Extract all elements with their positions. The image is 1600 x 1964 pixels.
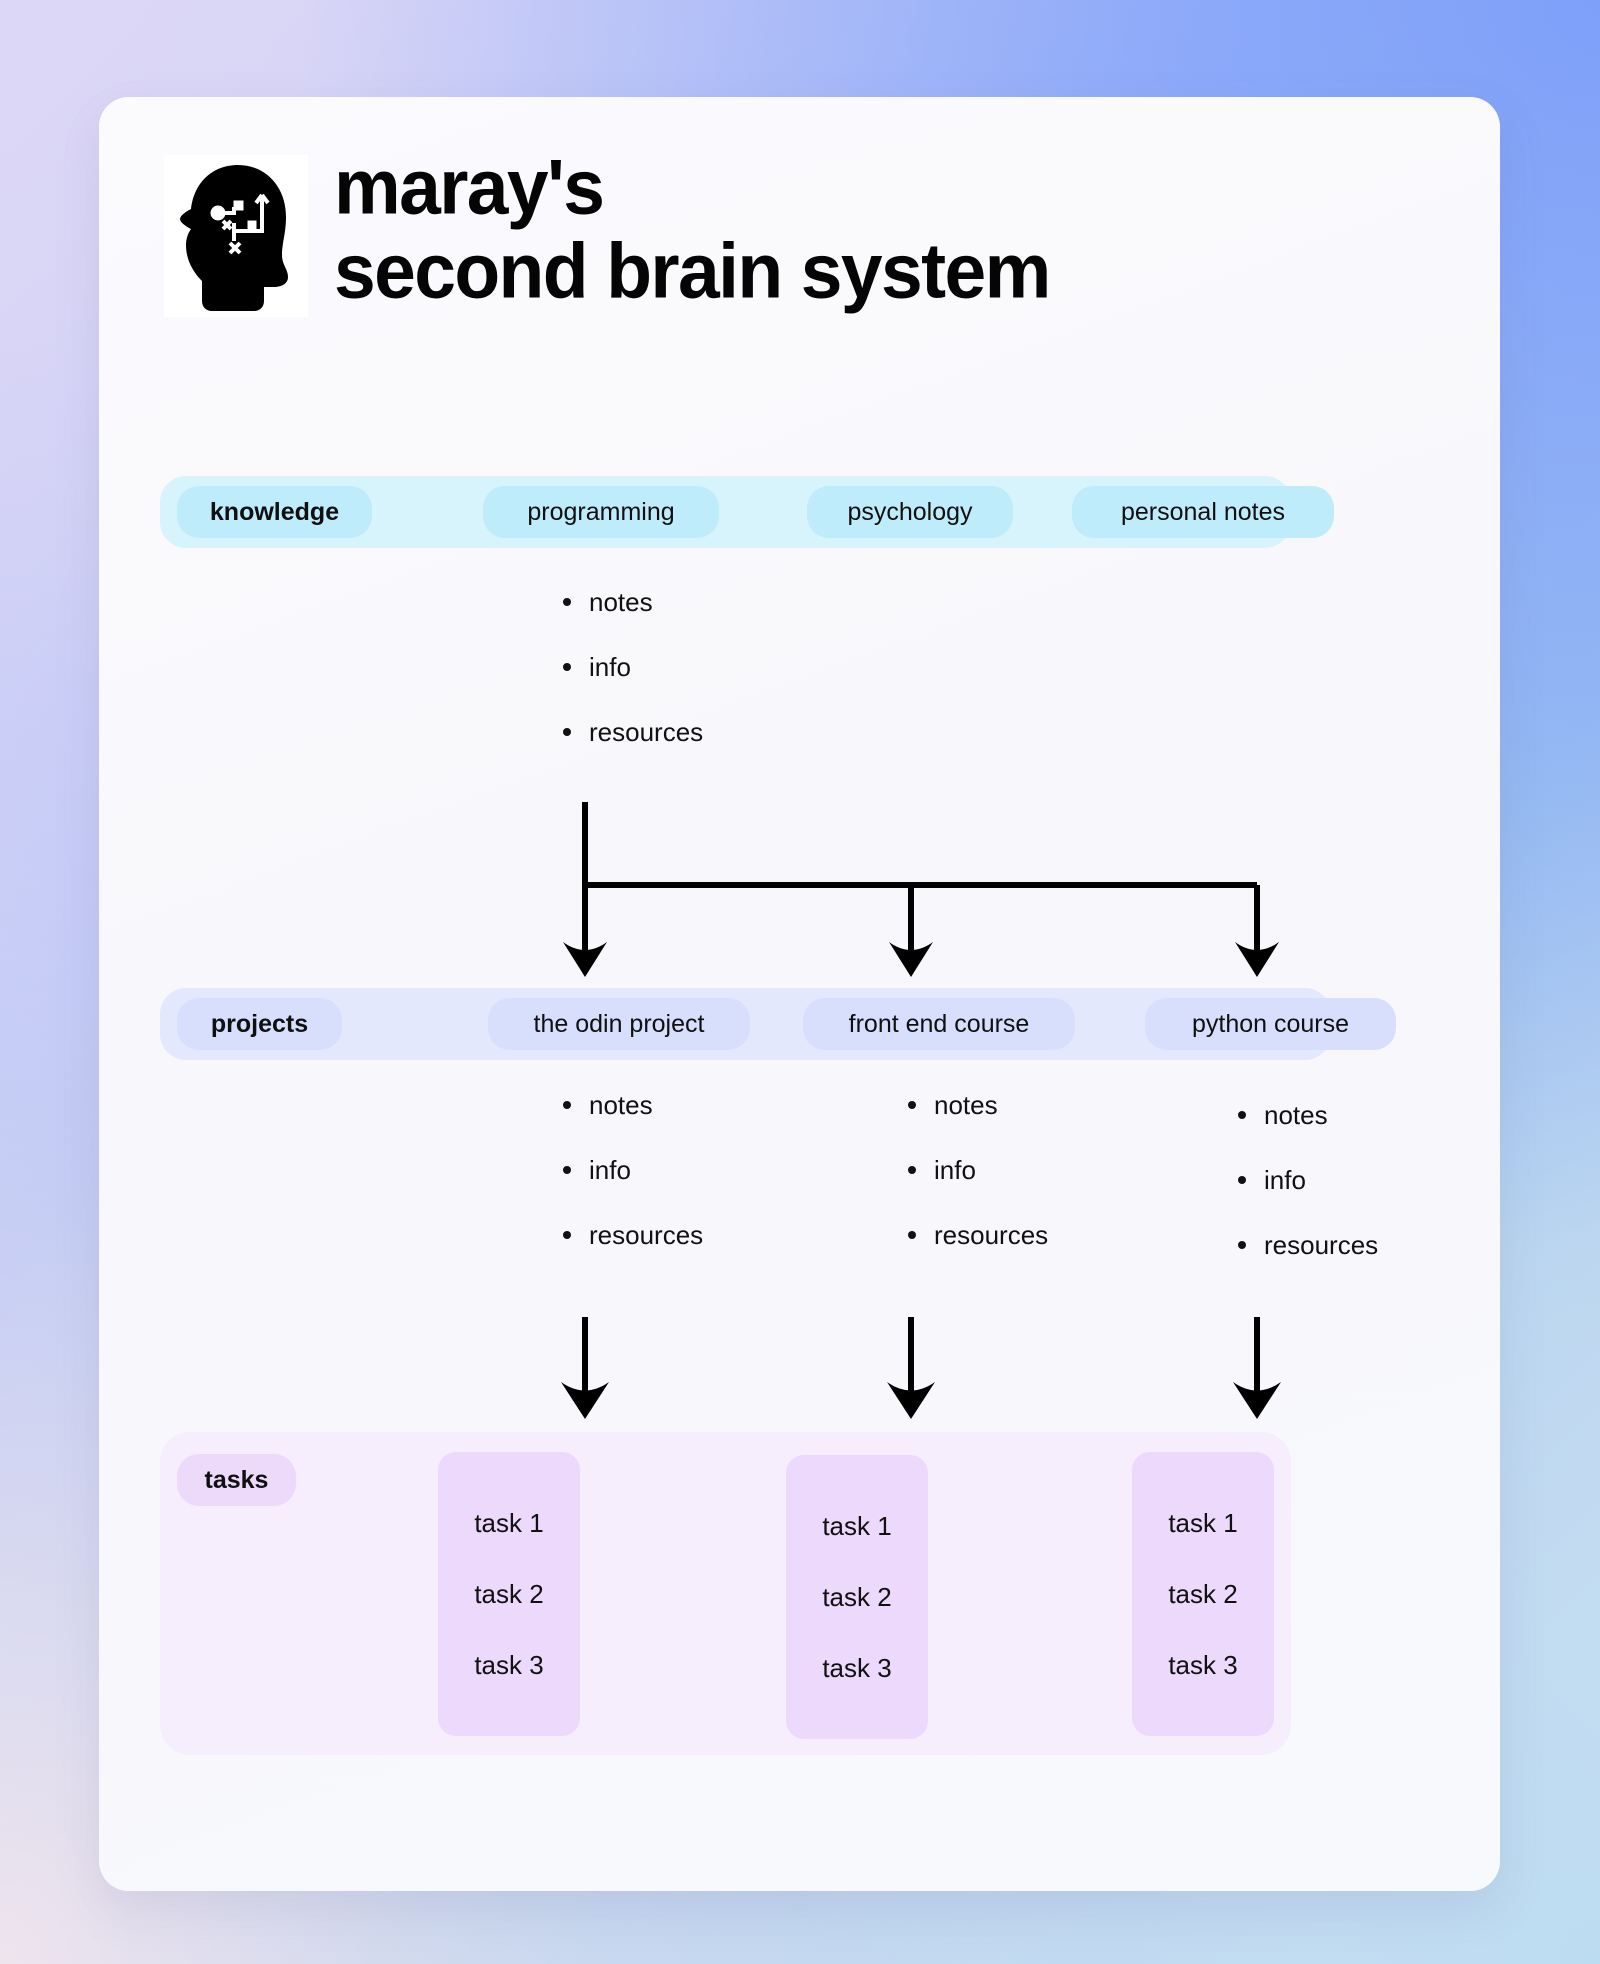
tag-python-course[interactable]: python course [1145,998,1396,1050]
tag-psychology[interactable]: psychology [807,486,1013,538]
list-item: info [559,652,703,683]
task-card-odin[interactable]: task 1 task 2 task 3 [438,1452,580,1736]
list-item: notes [559,587,703,618]
list-item: notes [1234,1100,1378,1131]
task-item: task 3 [822,1652,892,1683]
list-item: resources [559,1220,703,1251]
list-item: info [1234,1165,1378,1196]
task-card-front-end[interactable]: task 1 task 2 task 3 [786,1455,928,1739]
task-item: task 1 [822,1510,892,1541]
knowledge-band: knowledge programming psychology persona… [160,476,1334,548]
list-item: notes [904,1090,1048,1121]
tag-personal-notes[interactable]: personal notes [1072,486,1334,538]
tag-front-end-course[interactable]: front end course [803,998,1075,1050]
project-bullets-python: notes info resources [1234,1100,1378,1261]
task-item: task 2 [1168,1578,1238,1609]
task-item: task 2 [474,1578,544,1609]
project-bullets-odin: notes info resources [559,1090,703,1251]
knowledge-label-pill[interactable]: knowledge [177,486,372,538]
task-item: task 1 [474,1507,544,1538]
tag-programming[interactable]: programming [483,486,719,538]
title-line-2: second brain system [334,226,1051,315]
tag-the-odin-project[interactable]: the odin project [488,998,750,1050]
page-title: maray's second brain system [334,142,1051,315]
task-item: task 2 [822,1581,892,1612]
task-card-python[interactable]: task 1 task 2 task 3 [1132,1452,1274,1736]
list-item: notes [559,1090,703,1121]
list-item: info [904,1155,1048,1186]
list-item: resources [1234,1230,1378,1261]
tasks-band: tasks [160,1432,1291,1755]
task-item: task 1 [1168,1507,1238,1538]
list-item: resources [559,717,703,748]
projects-label-pill[interactable]: projects [177,998,342,1050]
knowledge-bullets: notes info resources [559,587,703,748]
list-item: resources [904,1220,1048,1251]
tasks-label-pill[interactable]: tasks [177,1454,296,1506]
title-line-1: maray's [334,142,605,231]
project-bullets-front-end: notes info resources [904,1090,1048,1251]
projects-band: projects the odin project front end cour… [160,988,1396,1060]
task-item: task 3 [474,1649,544,1680]
brain-head-network-icon [164,155,308,317]
task-item: task 3 [1168,1649,1238,1680]
list-item: info [559,1155,703,1186]
header: maray's second brain system [164,147,1051,317]
content-card: maray's second brain system knowledge pr… [99,97,1500,1891]
